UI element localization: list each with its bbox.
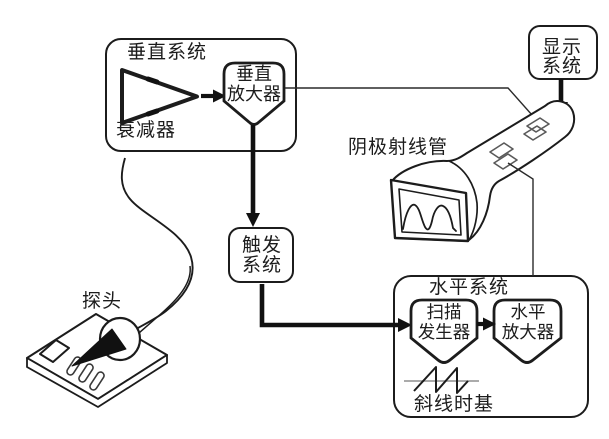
plate-upper-a [526,117,550,133]
plate-to-horizontal-line [507,162,534,276]
arrow-display-to-crt [554,79,568,115]
board-top-face [26,313,168,400]
horizontal-amplifier-label-line1: 水平 [510,302,546,322]
board-pad-3 [89,371,105,391]
probe-body-taper-line [138,265,191,334]
probe-grip [98,316,142,362]
vertical-amplifier-label: 垂直 放大器 [227,64,281,104]
probe-drawing [71,316,142,367]
horizontal-system-label: 水平系统 [429,277,510,298]
trigger-system-label: 触发 系统 [242,236,282,276]
crt-screen-frame-inner [398,188,462,236]
vamp-to-plate-line [285,87,541,125]
vertical-amplifier-label-line1: 垂直 [236,64,272,84]
board-chip [39,339,70,363]
sweep-generator-label-line2: 发生器 [417,321,471,342]
crt-tube-outline [391,100,576,242]
horizontal-amplifier-label-line2: 放大器 [501,321,555,342]
probe-cable-line [120,157,194,330]
board-pad-1 [66,356,82,376]
plate-lower-a [489,142,514,159]
crt-funnel-edge [448,160,479,241]
circuit-board-drawing [26,313,168,408]
horizontal-system-box [393,275,589,418]
crt-vertical-plates [523,117,550,141]
display-system-label-line2: 系统 [541,56,583,77]
arrow-shaft [259,284,399,328]
display-system-label-line1: 显示 [541,37,583,58]
trigger-system-label-line1: 触发 [241,235,283,256]
plate-lower-b [493,153,518,170]
crt-drawing [389,100,576,276]
vertical-amplifier-label-line2: 放大器 [227,83,281,104]
trigger-system-label-line2: 系统 [241,255,283,276]
arrow-head [554,102,568,115]
sweep-generator-label-line1: 扫描 [426,302,462,322]
crt-screen-frame-outer [389,178,470,243]
probe-tip-cone [71,328,127,367]
arrow-trigger-to-sweep [259,284,412,332]
board-side-face [26,354,168,408]
crt-horizontal-plates [489,142,518,170]
horizontal-amplifier-label: 水平 放大器 [501,302,555,342]
probe-label: 探头 [82,291,123,312]
vertical-system-label: 垂直系统 [127,42,208,63]
trigger-system-box [228,227,294,283]
plate-upper-b [523,125,547,141]
sweep-generator-label: 扫描 发生器 [417,302,471,342]
crt-label: 阴极射线管 [348,137,449,158]
arrow-head [246,213,260,227]
display-system-label: 显示 系统 [542,38,582,76]
attenuator-label: 衰减器 [116,120,177,141]
crt-screen-waveform [402,203,457,232]
board-pad-2 [78,363,94,383]
ramp-timebase-label: 斜线时基 [414,394,495,415]
